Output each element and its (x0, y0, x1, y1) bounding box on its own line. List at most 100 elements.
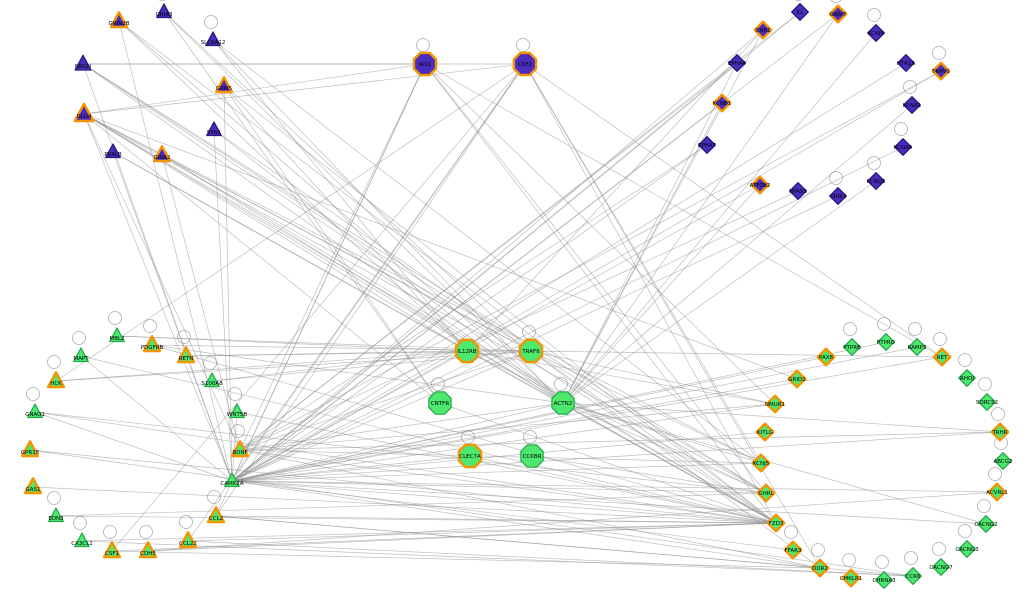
node-CCKBR[interactable]: CCKBR (520, 444, 544, 468)
triangle-shape-GRM5 (214, 76, 234, 94)
octagon-shape-CSF2 (512, 51, 538, 77)
node-TRAF6[interactable]: TRAF6 (518, 338, 544, 364)
diamond-shape-PTPRO (877, 333, 895, 351)
node-CACNG2[interactable]: CACNG2 (974, 515, 998, 533)
node-PAX8[interactable]: PAX8 (816, 347, 836, 367)
diamond-shape-EPHA4 (728, 54, 746, 72)
node-CLEC7A[interactable]: CLEC7A (457, 443, 483, 469)
edge-CCL2-CCR6 (215, 515, 914, 577)
node-CX3CL1[interactable]: CX3CL1 (71, 532, 93, 548)
node-CSF2[interactable]: CSF2 (512, 51, 538, 77)
self-loop-TRPV1 (932, 46, 946, 60)
edge-CSF2-CCL22 (187, 63, 526, 542)
self-loop-KCNA1 (903, 80, 917, 94)
node-DLG4[interactable]: DLG4 (73, 102, 95, 123)
node-GHRL[interactable]: GHRL (756, 483, 776, 503)
node-GRIK2[interactable]: GRIK2 (829, 187, 847, 205)
node-RETN[interactable]: RETN (176, 346, 196, 364)
self-loop-RETN (177, 330, 191, 344)
node-GRM7[interactable]: GRM7 (828, 4, 848, 24)
node-IRS1[interactable]: IRS1 (412, 51, 438, 77)
node-SYN1[interactable]: SYN1 (206, 121, 222, 137)
triangle-shape-S100A8 (204, 372, 220, 388)
edge-CX3CL1-CCR6 (81, 540, 914, 577)
edge-GRIN2B-IL12RB (118, 20, 468, 352)
node-IL12RB[interactable]: IL12RB (454, 338, 480, 364)
node-KCNQ5[interactable]: KCNQ5 (866, 172, 886, 190)
self-loop-KCNQ5 (867, 156, 881, 170)
self-loop-MAPT (72, 331, 86, 345)
self-loop-CSF1 (103, 525, 117, 539)
node-KCNJ9[interactable]: KCNJ9 (867, 24, 885, 42)
diamond-shape-TRPV1 (931, 61, 951, 81)
edge-NRGN-ACTN2 (82, 63, 564, 404)
node-GRIN2B[interactable]: GRIN2B (108, 11, 130, 29)
node-RHOJ[interactable]: RHOJ (958, 369, 976, 387)
edge-IRS1-BDNF (239, 63, 426, 451)
node-EDN3[interactable]: EDN3 (48, 507, 64, 523)
edge-DLG4-IRS1 (83, 63, 426, 115)
node-PTPRB[interactable]: PTPRB (843, 338, 861, 356)
node-PTPRO[interactable]: PTPRO (877, 333, 896, 351)
node-RET[interactable]: RET (932, 347, 952, 367)
triangle-shape-CCL2 (206, 506, 226, 524)
node-GRID2[interactable]: GRID2 (787, 369, 807, 389)
edge-IRS1-CCL2 (215, 63, 426, 517)
node-FFAR3[interactable]: FFAR3 (783, 540, 803, 560)
node-SLC6A12[interactable]: SLC6A12 (201, 31, 226, 47)
node-PVALB[interactable]: PVALB (104, 143, 122, 159)
self-loop-CHRNA3 (875, 555, 889, 569)
edge-EPHA4-BDNF (239, 62, 738, 451)
node-KCNA4[interactable]: KCNA4 (894, 138, 913, 156)
node-MBL2[interactable]: MBL2 (109, 327, 125, 343)
node-ACVRL1[interactable]: ACVRL1 (986, 482, 1008, 502)
node-CCL22[interactable]: CCL22 (178, 531, 198, 549)
node-RAMP3[interactable]: RAMP3 (908, 338, 927, 356)
node-CMKLR1[interactable]: CMKLR1 (840, 568, 863, 588)
self-loop-CACNG7 (932, 542, 946, 556)
node-CACNG3[interactable]: CACNG3 (955, 540, 979, 558)
node-GNAO1[interactable]: GNAO1 (25, 403, 45, 419)
node-NMUR1[interactable]: NMUR1 (765, 394, 785, 414)
node-ACTN2[interactable]: ACTN2 (551, 391, 575, 415)
node-CCR6[interactable]: CCR6 (904, 567, 922, 585)
node-FZD3[interactable]: FZD3 (766, 513, 786, 533)
edge-EDN3-GHRL (55, 492, 767, 517)
node-GRIA3[interactable]: GRIA3 (156, 3, 173, 19)
node-EPHA7[interactable]: EPHA7 (698, 136, 717, 154)
octagon-shape-CCKBR (520, 444, 544, 468)
node-NRGN[interactable]: NRGN (74, 54, 92, 71)
node-MAPT[interactable]: MAPT (73, 347, 89, 363)
edge-CCKBR-GHRL (531, 455, 767, 494)
edge-EPHA7-BDNF (239, 144, 708, 451)
node-SORCS2[interactable]: SORCS2 (976, 393, 998, 411)
edge-CAMK2A-RET (231, 356, 943, 482)
node-TRHR[interactable]: TRHR (990, 422, 1010, 442)
octagon-shape-IRS1 (412, 51, 438, 77)
edge-CAMK2A-TRHR (231, 431, 1001, 482)
self-loop-SLC6A12 (204, 15, 218, 29)
node-KL[interactable]: KL (791, 3, 809, 21)
diamond-shape-CCR6 (904, 567, 922, 585)
diamond-shape-CACNG3 (958, 540, 976, 558)
self-loop-BDNF (231, 424, 245, 438)
self-loop-CCKBR (523, 430, 537, 444)
edge-TRPV1-CAMK2A (231, 70, 942, 482)
node-CACNG7[interactable]: CACNG7 (929, 558, 953, 576)
node-PDGFRB[interactable]: PDGFRB (141, 335, 164, 353)
node-HCK[interactable]: HCK (46, 371, 66, 389)
node-GRM5[interactable]: GRM5 (214, 76, 234, 94)
edge-GRM7-ACTN2 (562, 13, 839, 404)
node-GPR15[interactable]: GPR15 (21, 440, 40, 458)
edge-TRAF6-FZD3 (530, 350, 777, 524)
diamond-shape-GRIK2 (829, 187, 847, 205)
node-TRPV1[interactable]: TRPV1 (931, 61, 951, 81)
node-ABCG2[interactable]: ABCG2 (993, 452, 1013, 470)
node-HTR1A[interactable]: HTR1A (897, 54, 916, 72)
node-CNTFR[interactable]: CNTFR (428, 391, 452, 415)
triangle-shape-SLC6A12 (205, 31, 221, 47)
node-GAS1[interactable]: GAS1 (23, 477, 43, 495)
edge-SLC6A12-IL12RB (212, 39, 468, 352)
edge-BDNF-TRHR (239, 431, 1001, 451)
edge-GRIA2-TRAF6 (161, 154, 532, 352)
